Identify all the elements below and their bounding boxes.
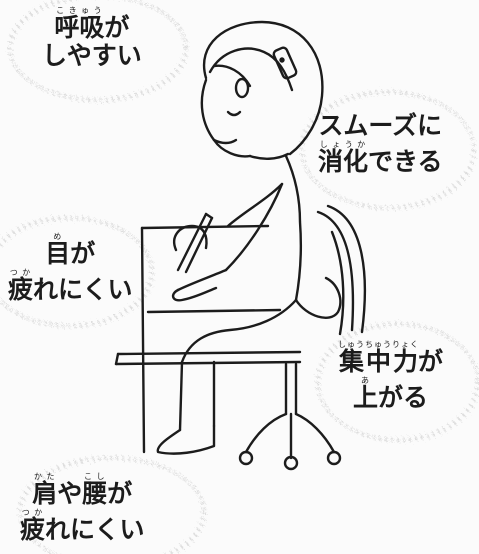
furigana: こし [82,472,108,481]
furigana: しょうか [318,139,369,149]
furigana: こきゅう [54,6,105,15]
callout-eyes-less-tired: 目めが 疲つかれにくい [8,232,133,303]
chair-back [316,204,367,336]
kana-text: れにくい [45,514,145,544]
callout-line: しやすい [42,40,142,70]
kanji-text: 目 [45,239,71,268]
kana-text: れにくい [33,274,133,304]
kanji-text: 呼吸 [54,13,105,42]
callout-line: 疲つかれにくい [8,268,133,304]
kanji-text: 消化 [318,146,369,176]
callout-line: 呼吸こきゅうが [42,6,142,42]
callout-line: 上あがる [338,376,443,412]
callout-focus-improves: 集中力しゅうちゅうりょくが 上あがる [338,340,443,411]
child-arm [171,182,284,302]
furigana: つか [8,267,34,277]
callout-line: 消化しょうかできる [318,140,443,176]
kana-text: が [104,13,130,42]
kanji-text: 腰 [82,479,108,508]
kana-text: がる [378,382,429,412]
kana-text: が [107,479,133,508]
hair-clip-icon [272,46,298,80]
callout-smooth-digestion: スムーズに 消化しょうかできる [318,112,443,175]
kanji-text: 集中力 [338,347,419,376]
callout-line: スムーズに [318,111,443,140]
kanji-text: 上 [353,382,379,412]
kanji-text: 疲 [8,274,34,304]
furigana: しゅうちゅうりょく [338,340,419,349]
callout-line: 疲つかれにくい [20,508,145,544]
child-head [200,20,324,160]
child-legs [156,298,298,455]
callout-line: 目めが [8,232,133,268]
callout-line: 集中力しゅうちゅうりょくが [338,340,443,376]
kanji-text: 肩 [32,479,58,508]
furigana: あ [353,375,378,385]
desk [114,224,302,454]
kana-text: できる [368,146,443,176]
kana-text: や [57,479,83,508]
kanji-text: 疲 [20,514,46,544]
callout-easy-breathing: 呼吸こきゅうが しやすい [42,6,142,69]
child-torso [226,154,342,319]
furigana: め [45,232,71,241]
kana-text: が [418,347,444,376]
kana-text: が [70,239,96,268]
office-chair-base [238,362,342,471]
furigana: つか [20,507,46,517]
callout-line: 肩かたや腰こしが [20,472,145,508]
furigana: かた [32,472,58,481]
callout-shoulders-back-less-tired: 肩かたや腰こしが 疲つかれにくい [20,472,145,543]
